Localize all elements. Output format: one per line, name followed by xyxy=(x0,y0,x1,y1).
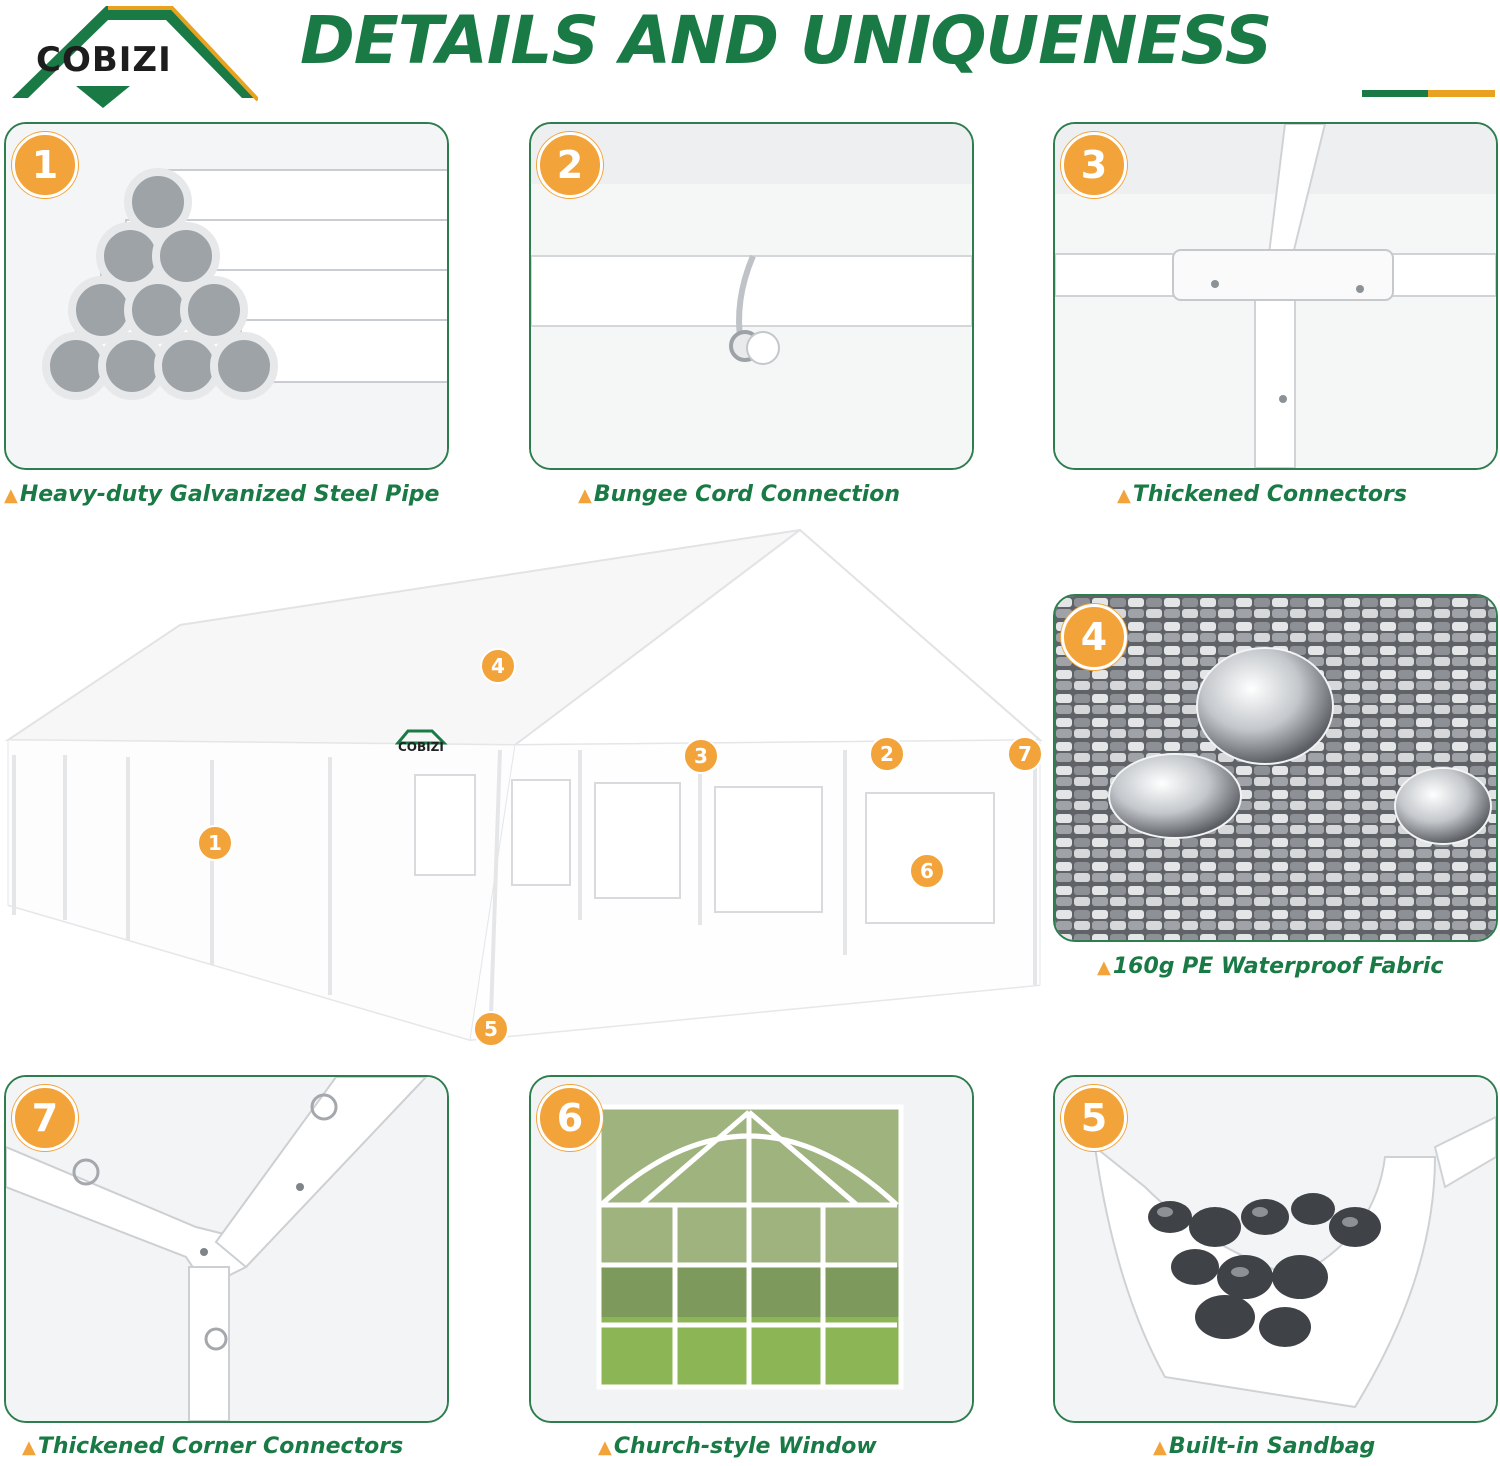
steel-pipe-illustration xyxy=(6,124,447,468)
tent-marker-1: 1 xyxy=(197,825,233,861)
tent-marker-6: 6 xyxy=(909,853,945,889)
tent-illustration: COBIZI 4 3 2 7 1 6 5 xyxy=(0,525,1050,1055)
logo-roof-icon xyxy=(12,6,260,108)
feature-panel-corner-connectors: 7 xyxy=(4,1075,449,1423)
feature-panel-window: 6 xyxy=(529,1075,974,1423)
caption-text: 160g PE Waterproof Fabric xyxy=(1112,954,1444,979)
caption-text: Thickened Connectors xyxy=(1132,482,1407,507)
triangle-icon: ▲ xyxy=(4,485,18,506)
badge-5: 5 xyxy=(1061,1085,1127,1151)
logo-text: COBIZI xyxy=(36,40,172,80)
page-title: DETAILS AND UNIQUENESS xyxy=(300,2,1272,79)
tent-marker-2: 2 xyxy=(869,736,905,772)
tent-marker-4: 4 xyxy=(480,648,516,684)
triangle-icon: ▲ xyxy=(1153,1437,1167,1458)
badge-4: 4 xyxy=(1061,604,1127,670)
brand-logo: COBIZI xyxy=(6,2,260,108)
tent-marker-3: 3 xyxy=(683,738,719,774)
badge-1: 1 xyxy=(12,132,78,198)
triangle-icon: ▲ xyxy=(578,485,592,506)
triangle-icon: ▲ xyxy=(1097,957,1111,978)
feature-panel-connectors: 3 xyxy=(1053,122,1498,470)
feature-panel-fabric: 4 xyxy=(1053,594,1498,942)
caption-text: Bungee Cord Connection xyxy=(593,482,901,507)
title-underline xyxy=(1362,90,1495,97)
triangle-icon: ▲ xyxy=(22,1437,36,1458)
tent-marker-5: 5 xyxy=(473,1011,509,1047)
tent-marker-7: 7 xyxy=(1007,736,1043,772)
triangle-icon: ▲ xyxy=(598,1437,612,1458)
badge-2: 2 xyxy=(537,132,603,198)
corner-connector-illustration xyxy=(6,1077,447,1421)
caption-text: Thickened Corner Connectors xyxy=(37,1434,404,1459)
caption-corner-connectors: ▲Thickened Corner Connectors xyxy=(22,1432,403,1462)
caption-fabric: ▲160g PE Waterproof Fabric xyxy=(1097,952,1443,982)
caption-connectors: ▲Thickened Connectors xyxy=(1117,480,1407,510)
caption-text: Built-in Sandbag xyxy=(1168,1434,1376,1459)
triangle-icon: ▲ xyxy=(1117,485,1131,506)
tent-drawing xyxy=(4,528,1043,1046)
caption-text: Church-style Window xyxy=(613,1434,877,1459)
badge-3: 3 xyxy=(1061,132,1127,198)
feature-panel-bungee: 2 xyxy=(529,122,974,470)
caption-bungee: ▲Bungee Cord Connection xyxy=(578,480,900,510)
bungee-cord-illustration xyxy=(531,124,972,468)
caption-window: ▲Church-style Window xyxy=(598,1432,877,1462)
sandbag-illustration xyxy=(1055,1077,1496,1421)
church-window-illustration xyxy=(531,1077,972,1421)
badge-6: 6 xyxy=(537,1085,603,1151)
feature-panel-steel-pipe: 1 xyxy=(4,122,449,470)
caption-text: Heavy-duty Galvanized Steel Pipe xyxy=(19,482,440,507)
connector-illustration xyxy=(1055,124,1496,468)
badge-7: 7 xyxy=(12,1085,78,1151)
tent-logo-text: COBIZI xyxy=(398,740,444,754)
caption-steel-pipe: ▲Heavy-duty Galvanized Steel Pipe xyxy=(4,480,439,510)
waterproof-fabric-illustration xyxy=(1055,596,1496,940)
caption-sandbag: ▲Built-in Sandbag xyxy=(1153,1432,1375,1462)
feature-panel-sandbag: 5 xyxy=(1053,1075,1498,1423)
